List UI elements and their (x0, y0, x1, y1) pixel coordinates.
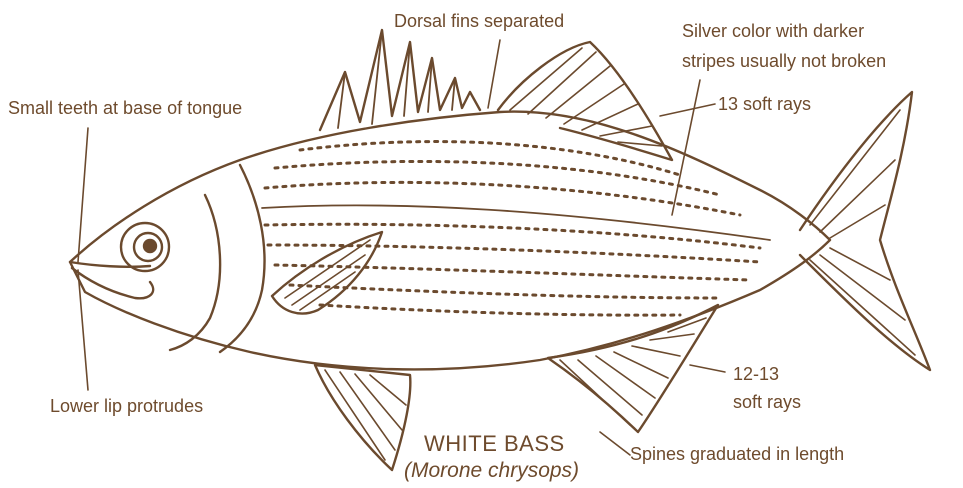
gill-cover (220, 165, 265, 352)
species-scientific-name: (Morone chrysops) (404, 460, 579, 482)
label-silver-color-line1: Silver color with darker (682, 20, 864, 42)
label-13-soft-rays: 13 soft rays (718, 93, 811, 115)
label-silver-color-line2: stripes usually not broken (682, 50, 886, 72)
label-lower-lip-protrudes: Lower lip protrudes (50, 395, 203, 417)
label-spines-graduated: Spines graduated in length (630, 443, 844, 465)
upper-jaw (70, 262, 150, 267)
anal-fin (548, 305, 718, 432)
pelvic-fin (315, 365, 410, 470)
lateral-line (262, 205, 770, 240)
eye-pupil (144, 240, 156, 252)
label-anal-soft-rays: soft rays (733, 391, 801, 413)
soft-dorsal-fin (498, 42, 672, 160)
fish-body-outline (70, 112, 830, 370)
operculum (170, 195, 220, 350)
species-common-name: WHITE BASS (424, 433, 565, 455)
label-dorsal-fins-separated: Dorsal fins separated (394, 10, 564, 32)
lower-lip (72, 268, 153, 298)
label-small-teeth: Small teeth at base of tongue (8, 97, 242, 119)
label-anal-ray-count: 12-13 (733, 363, 779, 385)
